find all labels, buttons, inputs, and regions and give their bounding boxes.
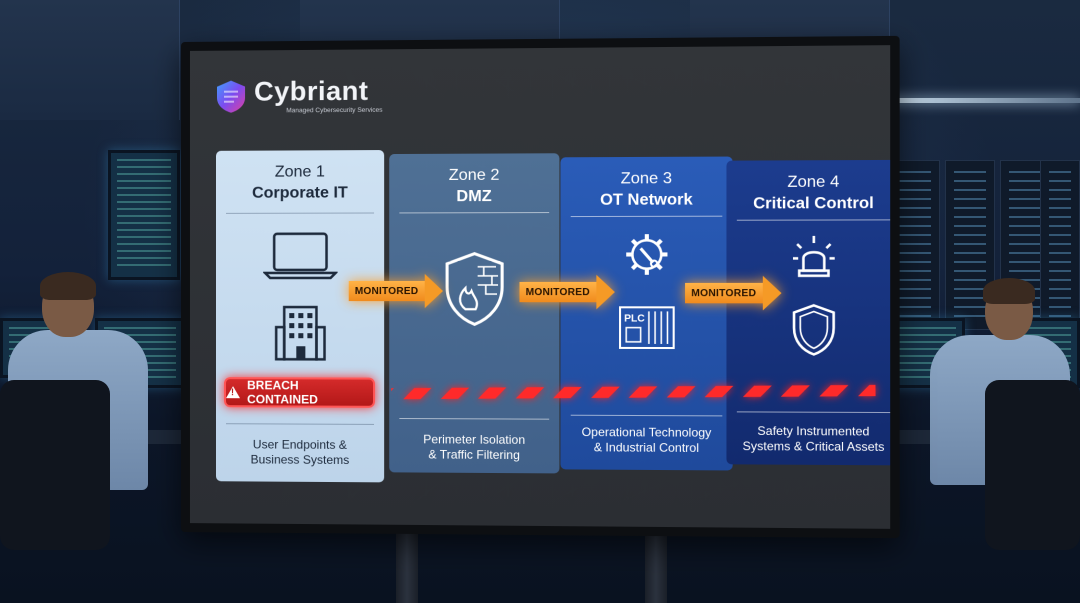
zone-description: Operational Technology & Industrial Cont… [581, 424, 712, 455]
arrow-head-icon [596, 274, 615, 310]
zone-number: Zone 4 [787, 173, 840, 192]
shield-icon [790, 303, 836, 356]
svg-text:PLC: PLC [624, 313, 645, 324]
zone-number: Zone 2 [448, 166, 500, 185]
monitor-stand-leg [645, 520, 667, 603]
ceiling-light [880, 98, 1080, 103]
background-monitor [108, 150, 180, 280]
monitored-label: MONITORED [685, 282, 763, 304]
divider [226, 212, 375, 214]
display-monitor: Cybriant Managed Cybersecurity Services … [181, 35, 900, 539]
breach-contained-badge: BREACH CONTAINED [224, 377, 376, 408]
firewall-shield-icon [443, 251, 506, 328]
laptop-icon [263, 231, 338, 281]
alarm-beacon-icon [790, 234, 836, 279]
divider [570, 215, 723, 218]
gear-wrench-icon [622, 230, 672, 279]
divider [226, 423, 375, 425]
zone-number: Zone 3 [620, 170, 673, 188]
office-building-icon [274, 301, 326, 361]
brand-tagline: Managed Cybersecurity Services [286, 106, 383, 115]
zone-description: Safety Instrumented Systems & Critical A… [742, 423, 885, 455]
divider [399, 212, 550, 214]
zone-name: Corporate IT [252, 184, 348, 202]
zone-number: Zone 1 [274, 163, 325, 181]
zone-card-ot-network: Zone 3 OT Network PLC Operational Techno… [560, 156, 733, 471]
server-rack [1040, 160, 1080, 330]
arrow-head-icon [424, 273, 443, 309]
plc-icon: PLC [617, 305, 675, 350]
brand-name: Cybriant [254, 75, 369, 107]
zone-card-critical-control: Zone 4 Critical Control Safety Instrumen… [726, 159, 891, 466]
divider [736, 219, 891, 221]
monitored-label: MONITORED [519, 281, 597, 303]
wall-panel [0, 0, 180, 120]
warning-icon [226, 386, 241, 399]
divider [736, 411, 891, 414]
monitored-arrow: MONITORED [685, 275, 782, 311]
zone-description: Perimeter Isolation & Traffic Filtering [423, 432, 526, 463]
zone-name: DMZ [456, 187, 492, 206]
zone-card-corporate-it: Zone 1 Corporate IT User Endpo [215, 150, 385, 483]
cybriant-logo-icon [216, 80, 245, 113]
brand-logo: Cybriant Managed Cybersecurity Services [214, 75, 383, 115]
divider [399, 417, 550, 420]
zone-name: OT Network [600, 191, 693, 209]
monitored-arrow: MONITORED [348, 273, 443, 309]
zone-card-dmz: Zone 2 DMZ Perimeter Isolation & Traffic… [389, 153, 560, 474]
divider [570, 414, 723, 417]
monitored-arrow: MONITORED [519, 274, 615, 310]
zone-description: User Endpoints & Business Systems [250, 437, 350, 468]
arrow-head-icon [762, 275, 782, 311]
breach-label: BREACH CONTAINED [247, 378, 318, 407]
monitor-stand-leg [396, 520, 418, 603]
monitor-screen: Cybriant Managed Cybersecurity Services … [189, 45, 891, 529]
zone-name: Critical Control [753, 194, 874, 213]
monitored-label: MONITORED [348, 280, 425, 302]
